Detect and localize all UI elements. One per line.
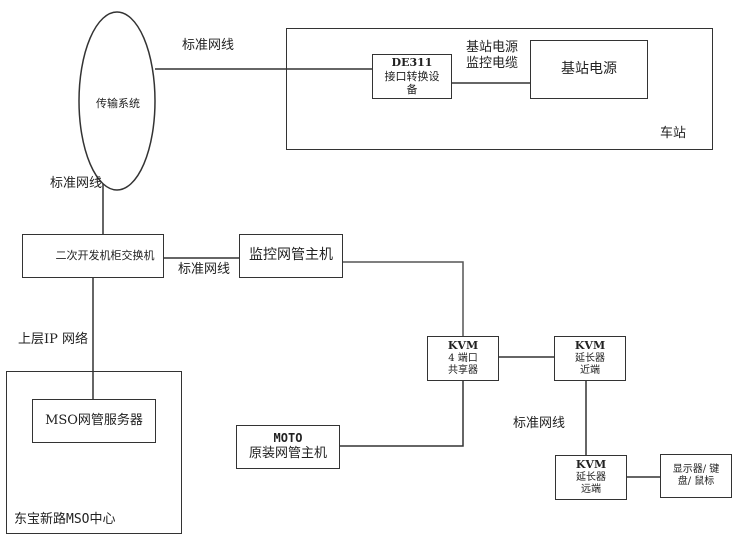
edge-label-top-standard-cable: 标准网线	[182, 38, 235, 53]
monitoring-management-host-label: 监控网管主机	[249, 247, 333, 264]
kvm-extender-far-end[interactable]: KVM 延长器 远端	[555, 455, 627, 500]
kvm-far-title: KVM	[575, 458, 607, 472]
moto-management-host[interactable]: MOTO 原装网管主机	[236, 425, 340, 469]
de311-interface-converter[interactable]: DE311 接口转换设 备	[372, 54, 452, 99]
de311-label-line2: 接口转换设	[384, 69, 440, 83]
kvm-sharer-type: 共享器	[448, 365, 478, 377]
edge-label-kvm-standard-cable: 标准网线	[513, 416, 566, 431]
moto-brand: MOTO	[273, 431, 303, 446]
base-station-power-label: 基站电源	[561, 60, 617, 77]
station-container	[286, 28, 713, 150]
kvm-near-type: 延长器	[575, 352, 605, 364]
kvm-4-port-sharer[interactable]: KVM 4 端口 共享器	[427, 336, 499, 381]
edge-label-upper-ip-network: 上层IP 网络	[18, 332, 89, 347]
edge-label-middle-standard-cable: 标准网线	[178, 262, 231, 277]
mso-center-container	[6, 371, 182, 534]
kvm-far-end: 远端	[581, 484, 601, 496]
de311-label-line3: 备	[406, 83, 418, 97]
transmission-system-label: 传输系统	[96, 97, 140, 110]
kvm-sharer-title: KVM	[447, 339, 479, 353]
kvm-far-type: 延长器	[576, 471, 606, 483]
edge-label-power-monitor-line2: 监控电缆	[466, 56, 519, 71]
de311-model: DE311	[391, 55, 433, 69]
kvm-extender-near-end[interactable]: KVM 延长器 近端	[554, 336, 626, 381]
monitoring-management-host[interactable]: 监控网管主机	[239, 234, 343, 278]
mso-center-label: 东宝新路MSO中心	[14, 512, 116, 527]
transmission-system-ellipse[interactable]	[78, 11, 156, 191]
edge-label-power-monitor-line1: 基站电源	[466, 40, 519, 55]
station-label: 车站	[660, 126, 687, 141]
edge-monitor-host-to-kvm-share	[342, 261, 464, 338]
edge-moto-to-kvm-share	[339, 380, 464, 447]
base-station-power[interactable]: 基站电源	[530, 40, 648, 99]
mso-management-server-label: MSO网管服务器	[45, 412, 143, 428]
peripherals-line1: 显示器/ 键	[672, 463, 720, 475]
kvm-near-title: KVM	[574, 339, 606, 353]
secondary-cabinet-switch-label: 二次开发机柜交换机	[55, 249, 155, 263]
edge-label-left-standard-cable: 标准网线	[50, 176, 103, 191]
kvm-sharer-ports: 4 端口	[448, 352, 478, 364]
monitor-keyboard-mouse[interactable]: 显示器/ 键 盘/ 鼠标	[660, 454, 732, 498]
kvm-near-end: 近端	[580, 365, 600, 377]
moto-management-host-label: 原装网管主机	[248, 446, 327, 462]
peripherals-line2: 盘/ 鼠标	[677, 476, 715, 487]
mso-management-server[interactable]: MSO网管服务器	[32, 399, 156, 443]
secondary-cabinet-switch[interactable]: 二次开发机柜交换机	[22, 234, 164, 278]
